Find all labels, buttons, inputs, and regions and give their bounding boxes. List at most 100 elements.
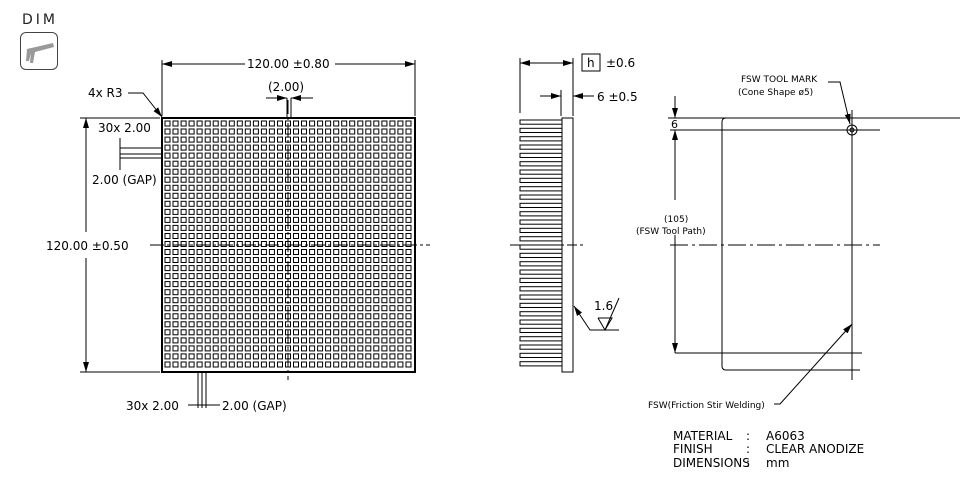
pin	[212, 176, 219, 183]
pin	[260, 152, 267, 159]
pin	[293, 353, 299, 360]
pin	[333, 160, 340, 167]
pin	[164, 281, 171, 288]
pin	[405, 297, 412, 304]
pin	[293, 208, 299, 215]
pin	[333, 192, 340, 199]
pin	[196, 337, 203, 344]
pin	[252, 160, 259, 167]
pin	[204, 337, 211, 344]
pin	[188, 273, 195, 280]
pin	[277, 353, 283, 360]
pin	[325, 297, 332, 304]
pin	[268, 160, 275, 167]
pin	[188, 345, 195, 352]
pin	[268, 233, 275, 239]
pin	[277, 200, 283, 207]
pin	[357, 313, 364, 320]
pin	[188, 192, 195, 199]
row-gap-dimension: 2.00 (GAP)	[92, 173, 157, 187]
pin	[180, 152, 187, 159]
pin	[172, 216, 179, 223]
pin	[325, 200, 332, 207]
pin	[325, 241, 332, 247]
pin	[389, 281, 396, 288]
pin	[172, 361, 179, 368]
pin	[365, 273, 372, 280]
pin	[389, 249, 396, 255]
pin	[220, 249, 227, 255]
pin	[252, 337, 259, 344]
pin	[260, 224, 267, 231]
pin	[373, 233, 380, 239]
pin	[317, 184, 324, 191]
width-dimension: 120.00 ±0.80	[247, 57, 330, 71]
pin	[204, 168, 211, 175]
pin	[349, 289, 356, 296]
pin	[220, 208, 227, 215]
pin	[301, 216, 307, 223]
pin	[204, 257, 211, 263]
pin	[277, 120, 283, 127]
pin	[268, 361, 275, 368]
pin	[172, 321, 179, 328]
pin	[260, 353, 267, 360]
pin	[397, 224, 404, 231]
pin	[277, 337, 283, 344]
pin	[188, 313, 195, 320]
pin	[325, 321, 332, 328]
pin	[172, 313, 179, 320]
fin	[519, 286, 563, 292]
pin	[389, 361, 396, 368]
pin	[301, 128, 307, 135]
pin	[381, 128, 388, 135]
offset-dimension: 6	[671, 118, 678, 131]
pin	[268, 216, 275, 223]
fin	[519, 311, 563, 317]
dim-label: DIM	[22, 12, 58, 28]
pin	[397, 176, 404, 183]
pin	[204, 120, 211, 127]
pin	[293, 337, 299, 344]
pin	[365, 345, 372, 352]
pin	[325, 128, 332, 135]
pin	[180, 160, 187, 167]
pin	[317, 281, 324, 288]
pin	[228, 152, 235, 159]
pin	[325, 361, 332, 368]
pin	[365, 144, 372, 151]
pin	[373, 152, 380, 159]
pin	[373, 297, 380, 304]
pin	[325, 120, 332, 127]
surface-roughness: 1.6	[594, 299, 613, 313]
pin	[204, 200, 211, 207]
pin	[260, 120, 267, 127]
pin	[212, 233, 219, 239]
pin	[228, 128, 235, 135]
pin	[188, 241, 195, 247]
pin	[349, 192, 356, 199]
pin	[172, 176, 179, 183]
pin	[188, 249, 195, 255]
pin	[293, 305, 299, 312]
pin	[236, 128, 243, 135]
pin	[212, 120, 219, 127]
pin	[309, 281, 316, 288]
pin	[180, 337, 187, 344]
pin	[341, 152, 348, 159]
pin	[188, 208, 195, 215]
pin	[405, 128, 412, 135]
pin	[349, 233, 356, 239]
dim-button[interactable]	[20, 32, 58, 70]
fin	[519, 344, 563, 350]
pin	[349, 200, 356, 207]
pin	[365, 321, 372, 328]
pin	[188, 297, 195, 304]
pin	[317, 233, 324, 239]
pin	[301, 273, 307, 280]
pin	[204, 273, 211, 280]
pin	[212, 168, 219, 175]
pin	[317, 192, 324, 199]
pin	[204, 136, 211, 143]
